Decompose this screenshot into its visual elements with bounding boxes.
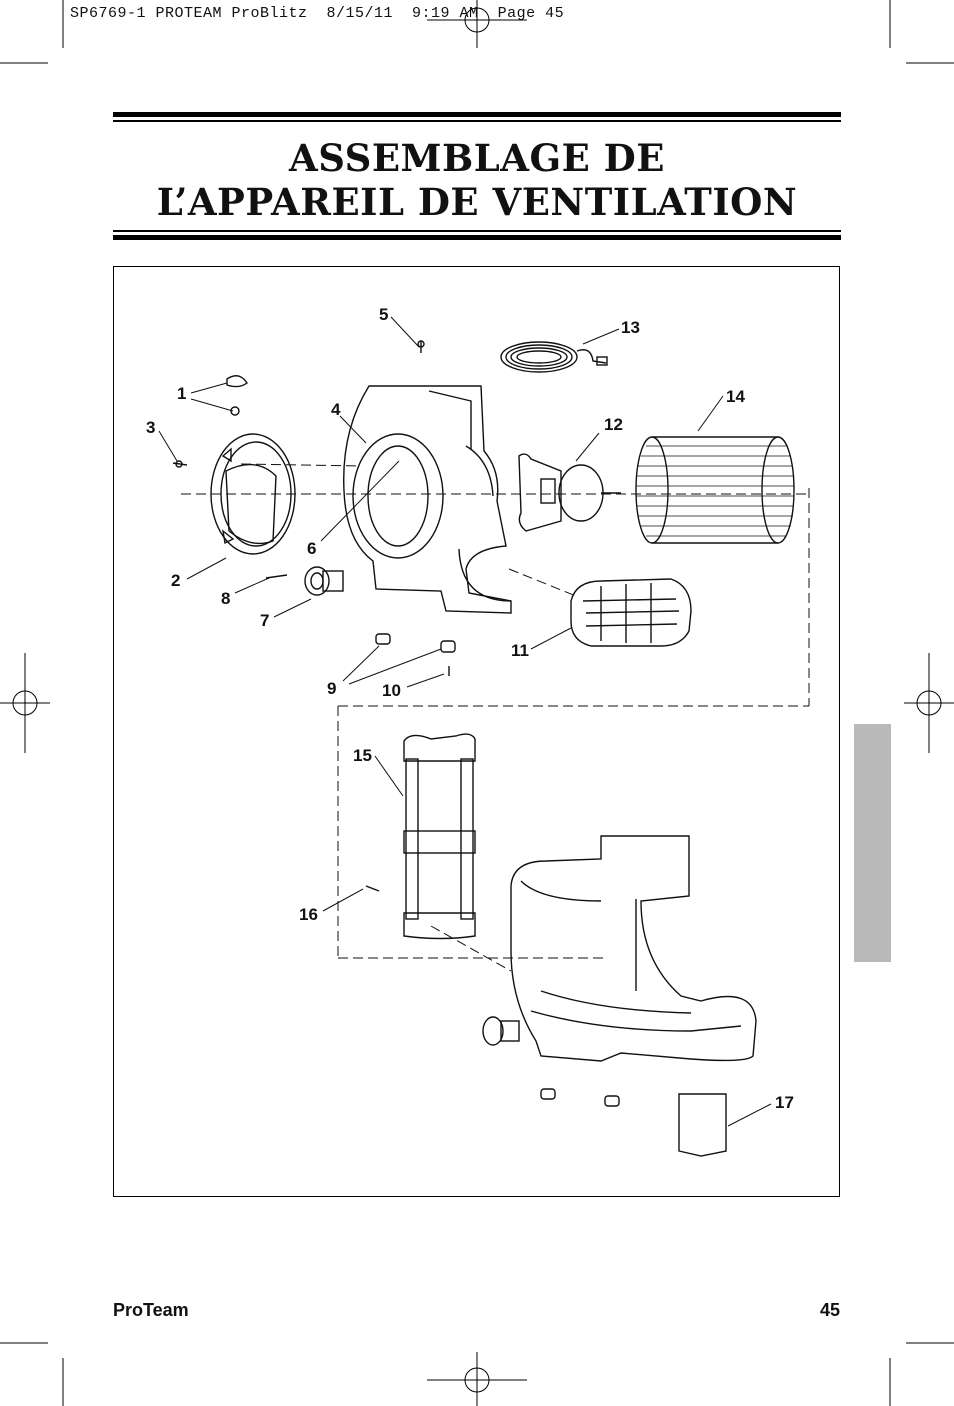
clip-part bbox=[226, 375, 248, 416]
manual-part bbox=[678, 1093, 727, 1157]
page-title-line-1: ASSEMBLAGE DE bbox=[289, 136, 665, 180]
footer-brand: ProTeam bbox=[113, 1300, 189, 1320]
screw-part-5 bbox=[417, 340, 425, 353]
exploded-view-drawing: 1 2 3 4 5 6 7 8 9 10 11 12 13 14 15 16 1… bbox=[146, 305, 810, 1157]
housing-shell-part bbox=[482, 835, 757, 1107]
handle-frame-part bbox=[403, 733, 476, 940]
foot-part-b bbox=[440, 640, 456, 653]
callout-1: 1 bbox=[177, 384, 186, 403]
switch-part bbox=[304, 566, 344, 596]
callout-3: 3 bbox=[146, 418, 155, 437]
page-title-line-2: L’APPAREIL DE VENTILATION bbox=[156, 180, 798, 224]
callout-15: 15 bbox=[353, 746, 372, 765]
page-number: 45 bbox=[819, 1300, 840, 1320]
screw-part-16 bbox=[365, 885, 380, 892]
callout-17: 17 bbox=[775, 1093, 794, 1112]
callout-13: 13 bbox=[621, 318, 640, 337]
callout-10: 10 bbox=[382, 681, 401, 700]
foot-part-a bbox=[375, 633, 391, 645]
callout-14: 14 bbox=[726, 387, 745, 406]
exploded-view-diagram: 1 2 3 4 5 6 7 8 9 10 11 12 13 14 15 16 1… bbox=[113, 266, 840, 1197]
callout-9: 9 bbox=[327, 679, 336, 698]
power-cord-part bbox=[500, 341, 608, 373]
page-title: ASSEMBLAGE DE L’APPAREIL DE VENTILATION bbox=[113, 136, 841, 224]
print-slug-line: SP6769-1 PROTEAM ProBlitz 8/15/11 9:19 A… bbox=[70, 5, 565, 22]
callout-2: 2 bbox=[171, 571, 180, 590]
callout-7: 7 bbox=[260, 611, 269, 630]
callout-8: 8 bbox=[221, 589, 230, 608]
screw-part-8 bbox=[265, 574, 288, 579]
grill-part bbox=[570, 578, 692, 647]
callout-6: 6 bbox=[307, 539, 316, 558]
title-top-rule bbox=[113, 112, 841, 122]
callout-11: 11 bbox=[511, 641, 529, 660]
callout-5: 5 bbox=[379, 305, 388, 324]
title-bottom-rule bbox=[113, 230, 841, 240]
blower-wheel-part bbox=[635, 436, 795, 544]
callout-12: 12 bbox=[604, 415, 623, 434]
screw-part-3 bbox=[172, 460, 188, 468]
blower-housing-part bbox=[343, 385, 512, 614]
callout-4: 4 bbox=[331, 400, 341, 419]
front-plate-part bbox=[210, 433, 296, 555]
callout-16: 16 bbox=[299, 905, 318, 924]
motor-part bbox=[518, 453, 621, 532]
section-tab bbox=[854, 724, 891, 962]
